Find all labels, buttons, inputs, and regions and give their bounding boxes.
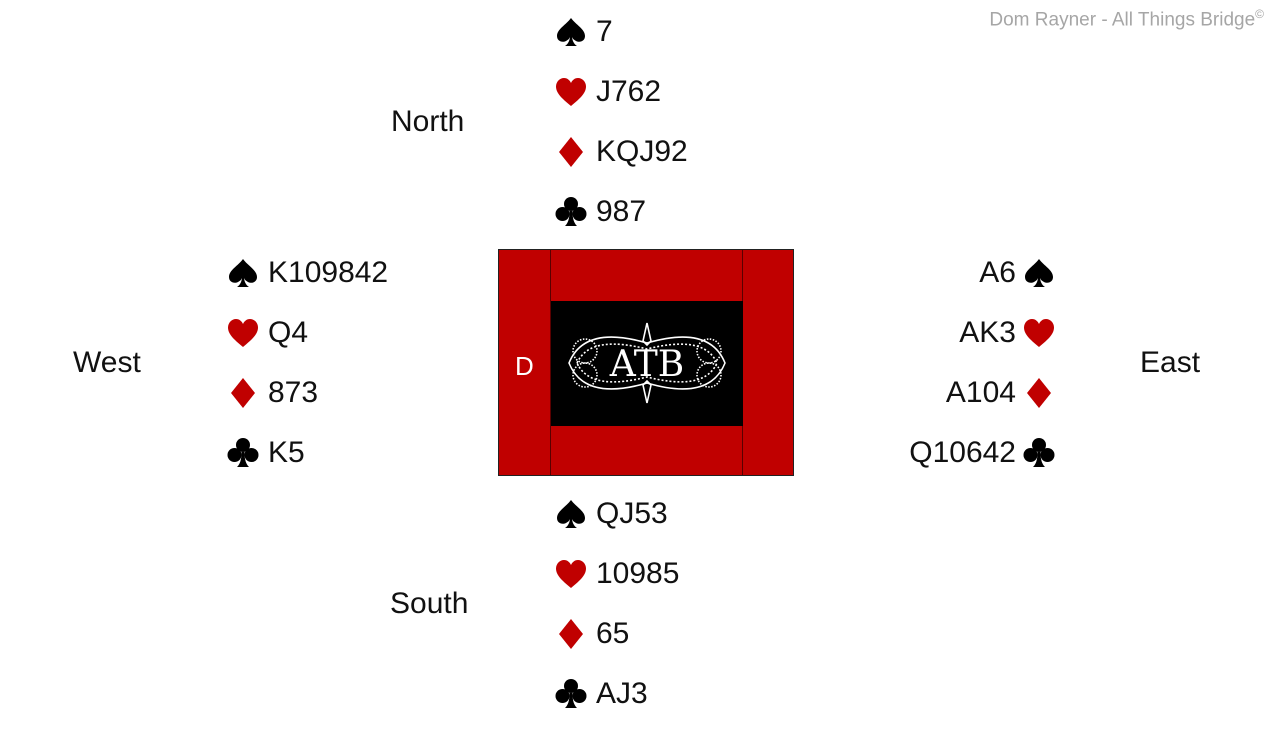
card-holding: 873 (268, 376, 319, 409)
spade-icon (554, 15, 588, 49)
card-holding: K109842 (268, 256, 389, 289)
card-holding: QJ53 (596, 497, 668, 530)
suit-row-diamonds: 873 (226, 373, 318, 413)
heart-icon (554, 557, 588, 591)
card-holding: 65 (596, 617, 630, 650)
spade-icon (226, 256, 260, 290)
copyright-mark: © (1255, 7, 1264, 21)
card-holding: Q4 (268, 316, 309, 349)
hand-west: K109842 Q4 873 K5 (226, 253, 466, 493)
club-icon (226, 436, 260, 470)
suit-row-hearts: AK3 (959, 313, 1056, 353)
suit-row-clubs: Q10642 (909, 433, 1056, 473)
seat-label-east: East (1140, 346, 1201, 379)
card-holding: A104 (945, 376, 1016, 409)
card-holding: A6 (979, 256, 1016, 289)
spade-icon (1022, 256, 1056, 290)
bridge-table: D ATB (498, 249, 794, 476)
suit-row-clubs: 987 (554, 192, 646, 232)
card-holding: 10985 (596, 557, 680, 590)
suit-row-hearts: J762 (554, 72, 661, 112)
card-holding: AJ3 (596, 677, 648, 710)
suit-row-diamonds: KQJ92 (554, 132, 688, 172)
suit-row-hearts: Q4 (226, 313, 308, 353)
hand-south: QJ53 10985 65 AJ3 (554, 494, 794, 734)
suit-row-spades: K109842 (226, 253, 388, 293)
atb-logo-graphic: ATB (568, 322, 726, 404)
card-holding: Q10642 (909, 436, 1016, 469)
card-holding: KQJ92 (596, 135, 688, 168)
hand-north: 7 J762 KQJ92 987 (554, 12, 794, 252)
suit-row-diamonds: A104 (946, 373, 1056, 413)
suit-row-spades: 7 (554, 12, 613, 52)
diamond-icon (226, 376, 260, 410)
club-icon (1022, 436, 1056, 470)
dealer-marker: D (515, 351, 534, 381)
club-icon (554, 677, 588, 711)
credit-text: Dom Rayner - All Things Bridge© (989, 7, 1264, 31)
seat-label-west: West (73, 346, 141, 379)
card-holding: J762 (596, 75, 662, 108)
heart-icon (554, 75, 588, 109)
diamond-icon (554, 617, 588, 651)
suit-row-hearts: 10985 (554, 554, 679, 594)
seat-label-south: South (390, 587, 469, 620)
club-icon (554, 195, 588, 229)
suit-row-spades: A6 (979, 253, 1056, 293)
logo-text: ATB (609, 344, 685, 385)
hand-east: A6 AK3 A104 Q10642 (816, 253, 1056, 493)
heart-icon (226, 316, 260, 350)
suit-row-clubs: K5 (226, 433, 305, 473)
table-divider-left (550, 250, 551, 475)
suit-row-diamonds: 65 (554, 614, 629, 654)
diamond-icon (554, 135, 588, 169)
suit-row-clubs: AJ3 (554, 674, 648, 714)
seat-label-north: North (391, 105, 465, 138)
suit-row-spades: QJ53 (554, 494, 668, 534)
atb-logo: ATB (551, 301, 743, 426)
diamond-icon (1022, 376, 1056, 410)
card-holding: AK3 (959, 316, 1016, 349)
card-holding: 7 (596, 15, 613, 48)
credit-label: Dom Rayner - All Things Bridge (989, 9, 1256, 31)
card-holding: K5 (268, 436, 305, 469)
spade-icon (554, 497, 588, 531)
heart-icon (1022, 316, 1056, 350)
card-holding: 987 (596, 195, 647, 228)
